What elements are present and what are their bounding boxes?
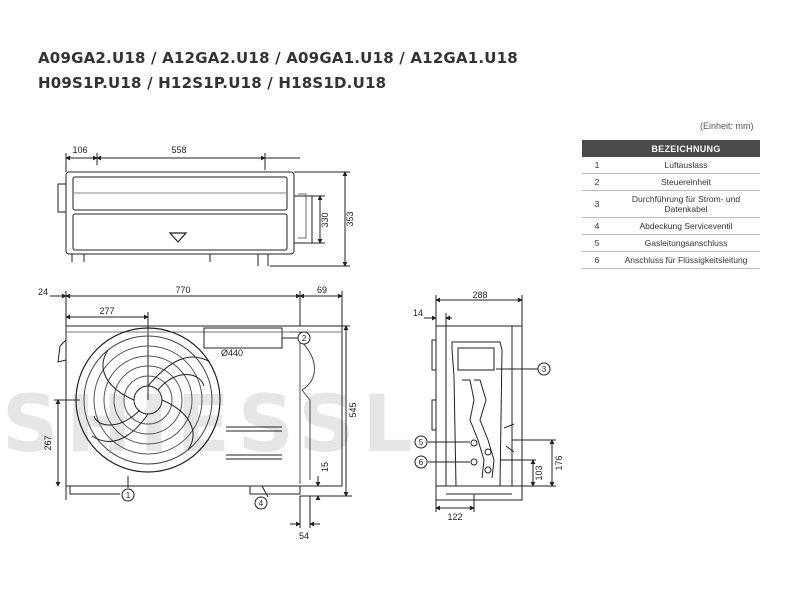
dim-15-label: 15 — [320, 462, 330, 472]
dim-288-label: 288 — [472, 290, 487, 300]
dim-330-label: 330 — [320, 212, 330, 227]
legend-label: Anschluss für Flüssigkeitsleitung — [612, 251, 760, 269]
dim-54-label: 54 — [299, 531, 309, 541]
unit-note: (Einheit: mm) — [700, 121, 754, 131]
dim-267-label: 267 — [43, 435, 53, 450]
legend-label: Luftauslass — [612, 157, 760, 174]
top-view-arrow-icon — [168, 232, 188, 243]
dim-558-label: 558 — [171, 145, 186, 155]
legend-label: Durchführung für Strom- und Datenkabel — [612, 190, 760, 218]
legend-number: 3 — [582, 190, 612, 218]
svg-text:2: 2 — [302, 334, 307, 343]
front-view-body — [65, 325, 343, 487]
dim-545-label: 545 — [348, 402, 358, 417]
model-title-line-2: H09S1P.U18 / H12S1P.U18 / H18S1D.U18 — [38, 74, 387, 92]
svg-text:5: 5 — [419, 438, 424, 447]
dim-353-label: 353 — [345, 211, 355, 226]
svg-text:6: 6 — [419, 458, 424, 467]
dim-176-label: 176 — [554, 455, 564, 470]
callout-4: 4 — [254, 496, 268, 510]
dim-14-label: 14 — [413, 308, 423, 318]
dim-770-label: 770 — [175, 285, 190, 295]
dim-122-label: 122 — [447, 512, 462, 522]
dim-106-label: 106 — [72, 145, 87, 155]
callout-1: 1 — [121, 488, 135, 502]
dim-24-label: 24 — [38, 287, 48, 297]
callout-3: 3 — [537, 362, 551, 376]
side-view — [424, 295, 556, 512]
fan-diameter-label: Ø440 — [221, 348, 243, 358]
legend-label: Gasleitungsanschluss — [612, 234, 760, 252]
dim-103-label: 103 — [534, 465, 544, 480]
legend-number: 4 — [582, 217, 612, 235]
svg-text:3: 3 — [542, 365, 547, 374]
dim-69-label: 69 — [317, 285, 327, 295]
dim-277-label: 277 — [99, 306, 114, 316]
legend-number: 2 — [582, 173, 612, 191]
top-view-left-valve — [57, 183, 67, 213]
control-box — [203, 327, 283, 349]
legend-number: 1 — [582, 157, 612, 174]
legend-number: 6 — [582, 251, 612, 269]
legend-label: Steuereinheit — [612, 173, 760, 191]
callout-2: 2 — [297, 331, 311, 345]
callout-5: 5 — [414, 435, 428, 449]
legend-header-number — [582, 140, 612, 157]
legend-number: 5 — [582, 234, 612, 252]
svg-text:1: 1 — [126, 491, 131, 500]
model-title-line-1: A09GA2.U18 / A12GA2.U18 / A09GA1.U18 / A… — [38, 49, 518, 67]
front-view — [50, 291, 352, 528]
legend-label: Abdeckung Serviceventil — [612, 217, 760, 235]
top-view — [57, 153, 350, 267]
legend-header: BEZEICHNUNG — [612, 140, 760, 157]
top-view-body — [65, 171, 295, 255]
callout-6: 6 — [414, 455, 428, 469]
svg-text:4: 4 — [259, 499, 264, 508]
